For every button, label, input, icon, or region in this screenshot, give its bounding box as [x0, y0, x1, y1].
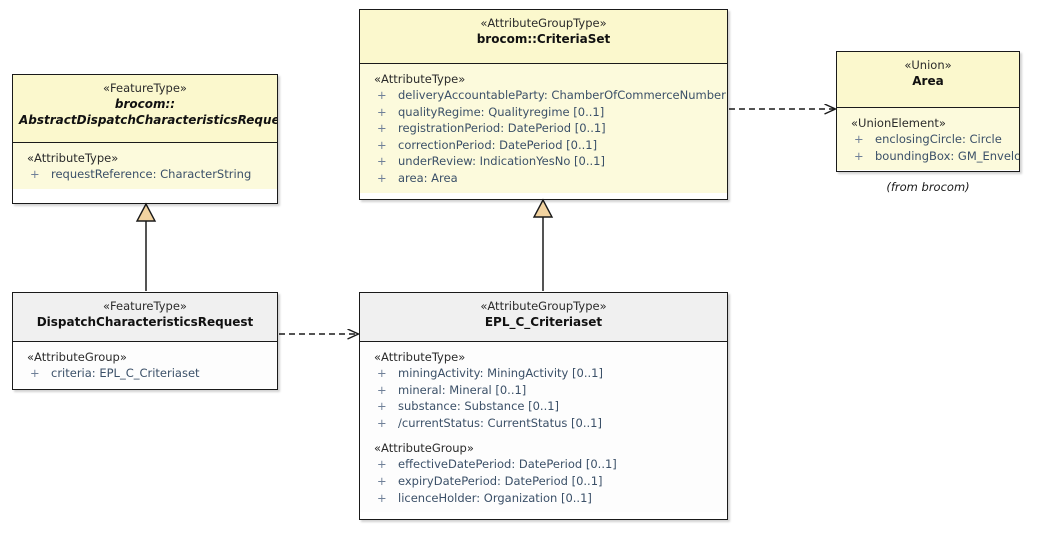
attribute-visibility: +	[854, 132, 864, 146]
attribute-row: + qualityRegime: Qualityregime [0..1]	[364, 104, 723, 121]
class-name-line-2: AbstractDispatchCharacteristicsRequest	[19, 113, 278, 127]
attribute-group-stereotype: «AttributeType»	[374, 350, 466, 364]
attribute-label: correctionPeriod: DatePeriod [0..1]	[398, 137, 598, 152]
attribute-visibility: +	[377, 121, 387, 136]
attribute-visibility: +	[30, 167, 40, 181]
attribute-visibility: +	[854, 148, 864, 163]
class-stereotype: «FeatureType»	[103, 299, 187, 313]
class-dispatch-characteristics-request[interactable]: «FeatureType» DispatchCharacteristicsReq…	[12, 292, 278, 390]
attribute-group-stereotype: «AttributeGroup»	[27, 350, 127, 364]
attribute-label: registrationPeriod: DatePeriod [0..1]	[398, 121, 606, 136]
class-stereotype: «Union»	[904, 58, 952, 72]
attribute-visibility: +	[377, 104, 387, 119]
class-stereotype: «FeatureType»	[103, 81, 187, 95]
attribute-row: + boundingBox: GM_Envelope	[841, 148, 1019, 165]
class-epl-c-criteriaset[interactable]: «AttributeGroupType» EPL_C_Criteriaset «…	[359, 292, 728, 520]
attribute-visibility: +	[30, 366, 40, 380]
attribute-row: + enclosingCircle: Circle	[841, 131, 1015, 148]
attribute-label: mineral: Mineral [0..1]	[398, 382, 527, 397]
attribute-row: + deliveryAccountableParty: ChamberOfCom…	[364, 87, 727, 104]
attribute-label: underReview: IndicationYesNo [0..1]	[398, 154, 605, 169]
attribute-row: + registrationPeriod: DatePeriod [0..1]	[364, 120, 723, 137]
attribute-label: boundingBox: GM_Envelope	[875, 148, 1020, 163]
attribute-label: deliveryAccountableParty: ChamberOfComme…	[398, 88, 728, 102]
class-name-line-1: brocom::CriteriaSet	[476, 32, 611, 46]
attribute-label: qualityRegime: Qualityregime [0..1]	[398, 104, 605, 119]
attribute-visibility: +	[377, 415, 387, 430]
attribute-label: requestReference: CharacterString	[51, 167, 252, 181]
attribute-label: effectiveDatePeriod: DatePeriod [0..1]	[398, 457, 617, 472]
attribute-row: + substance: Substance [0..1]	[364, 398, 723, 415]
attribute-visibility: +	[377, 137, 387, 152]
attribute-row: + correctionPeriod: DatePeriod [0..1]	[364, 137, 723, 154]
attribute-row: + area: Area	[364, 170, 723, 187]
from-package-note: (from brocom)	[886, 180, 970, 194]
class-attributes: «AttributeType» + deliveryAccountablePar…	[360, 64, 727, 193]
attribute-label: substance: Substance [0..1]	[398, 399, 560, 414]
class-name-line-1: brocom::	[114, 97, 176, 111]
attribute-label: expiryDatePeriod: DatePeriod [0..1]	[398, 473, 603, 488]
class-attributes: «AttributeType» + requestReference: Char…	[13, 143, 277, 189]
attribute-group-stereotype: «AttributeType»	[374, 72, 466, 86]
attribute-group-stereotype: «UnionElement»	[851, 116, 946, 130]
attribute-visibility: +	[377, 399, 387, 414]
class-header: «Union» Area	[837, 52, 1019, 108]
generalization-criteriaset	[532, 198, 554, 291]
class-name-line-1: Area	[912, 74, 944, 88]
attribute-label: licenceHolder: Organization [0..1]	[398, 490, 592, 505]
attribute-row: + underReview: IndicationYesNo [0..1]	[364, 153, 723, 170]
attribute-visibility: +	[377, 170, 387, 185]
class-name-line-1: EPL_C_Criteriaset	[484, 315, 603, 329]
class-criteria-set[interactable]: «AttributeGroupType» brocom::CriteriaSet…	[359, 9, 728, 200]
attribute-row: + miningActivity: MiningActivity [0..1]	[364, 365, 723, 382]
attribute-visibility: +	[377, 457, 387, 472]
class-attributes: «AttributeGroup» + criteria: EPL_C_Crite…	[13, 342, 277, 388]
class-stereotype: «AttributeGroupType»	[480, 299, 607, 313]
attribute-visibility: +	[377, 366, 387, 380]
class-header: «AttributeGroupType» brocom::CriteriaSet	[360, 10, 727, 64]
attribute-visibility: +	[377, 382, 387, 397]
attribute-label: criteria: EPL_C_Criteriaset	[51, 366, 200, 380]
attribute-row: + requestReference: CharacterString	[17, 166, 273, 183]
class-attributes: «UnionElement» + enclosingCircle: Circle…	[837, 108, 1019, 171]
class-area[interactable]: «Union» Area «UnionElement» + enclosingC…	[836, 51, 1020, 172]
attribute-label: miningActivity: MiningActivity [0..1]	[398, 366, 603, 380]
class-abstract-dispatch-characteristics-request[interactable]: «FeatureType» brocom:: AbstractDispatchC…	[12, 74, 278, 204]
class-name-line-1: DispatchCharacteristicsRequest	[36, 315, 254, 329]
attribute-visibility: +	[377, 490, 387, 505]
class-stereotype: «AttributeGroupType»	[480, 16, 607, 30]
attribute-row: + licenceHolder: Organization [0..1]	[364, 490, 723, 507]
generalization-dispatch	[135, 202, 157, 291]
attribute-row: + /currentStatus: CurrentStatus [0..1]	[364, 415, 723, 432]
class-header: «FeatureType» brocom:: AbstractDispatchC…	[13, 75, 277, 143]
attribute-group-stereotype: «AttributeGroup»	[374, 441, 474, 456]
attribute-visibility: +	[377, 473, 387, 488]
attribute-row: + effectiveDatePeriod: DatePeriod [0..1]	[364, 456, 723, 473]
attribute-group-stereotype: «AttributeType»	[27, 151, 119, 165]
attribute-visibility: +	[377, 88, 387, 102]
attribute-row: + expiryDatePeriod: DatePeriod [0..1]	[364, 473, 723, 490]
attribute-label: area: Area	[398, 170, 458, 185]
class-attributes: «AttributeType» + miningActivity: Mining…	[360, 342, 727, 513]
attribute-label: /currentStatus: CurrentStatus [0..1]	[398, 415, 602, 430]
class-header: «AttributeGroupType» EPL_C_Criteriaset	[360, 293, 727, 342]
attribute-label: enclosingCircle: Circle	[875, 132, 1002, 146]
class-header: «FeatureType» DispatchCharacteristicsReq…	[13, 293, 277, 342]
attribute-visibility: +	[377, 154, 387, 169]
attribute-row: + criteria: EPL_C_Criteriaset	[17, 365, 273, 382]
attribute-row: + mineral: Mineral [0..1]	[364, 382, 723, 399]
